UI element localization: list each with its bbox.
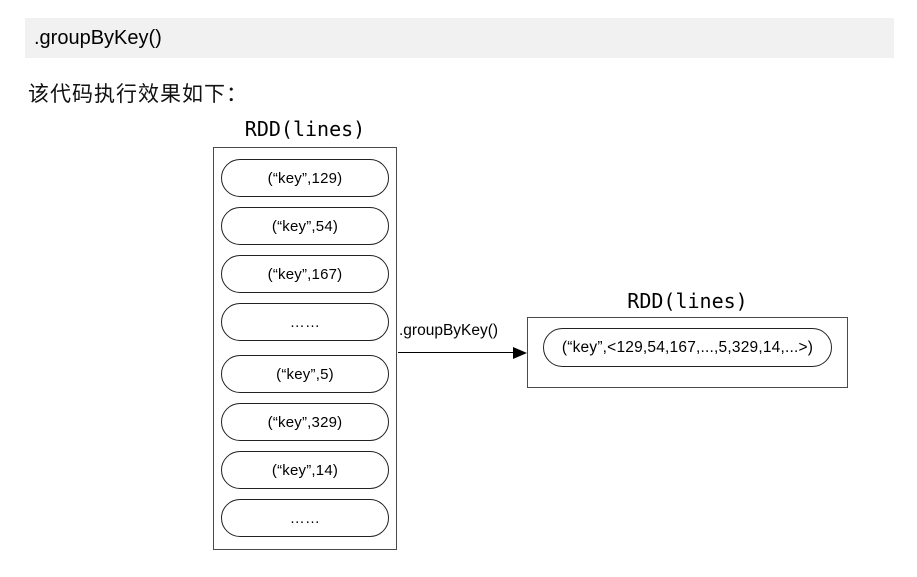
intro-text: 该代码执行效果如下： xyxy=(28,82,248,106)
rdd-element: (“key”,329) xyxy=(221,403,389,441)
rdd-element-ellipsis: …… xyxy=(221,303,389,341)
rdd-element-ellipsis: …… xyxy=(221,499,389,537)
arrowhead-icon xyxy=(513,347,527,359)
rdd-result-element: (“key”,<129,54,167,...,5,329,14,...>) xyxy=(543,328,832,367)
code-block: .groupByKey() xyxy=(25,18,894,58)
rdd-element: (“key”,54) xyxy=(221,207,389,245)
result-rdd-box: (“key”,<129,54,167,...,5,329,14,...>) xyxy=(527,317,848,388)
rdd-element: (“key”,14) xyxy=(221,451,389,489)
arrow-line xyxy=(398,352,517,353)
rdd-element: (“key”,129) xyxy=(221,159,389,197)
code-text: .groupByKey() xyxy=(34,26,162,49)
groupbykey-arrow-label: .groupByKey() xyxy=(399,322,499,339)
source-rdd-title: RDD(lines) xyxy=(244,117,366,141)
rdd-element: (“key”,5) xyxy=(221,355,389,393)
result-rdd-title: RDD(lines) xyxy=(627,289,748,313)
source-rdd-box: (“key”,129) (“key”,54) (“key”,167) …… (“… xyxy=(213,147,397,550)
rdd-element: (“key”,167) xyxy=(221,255,389,293)
